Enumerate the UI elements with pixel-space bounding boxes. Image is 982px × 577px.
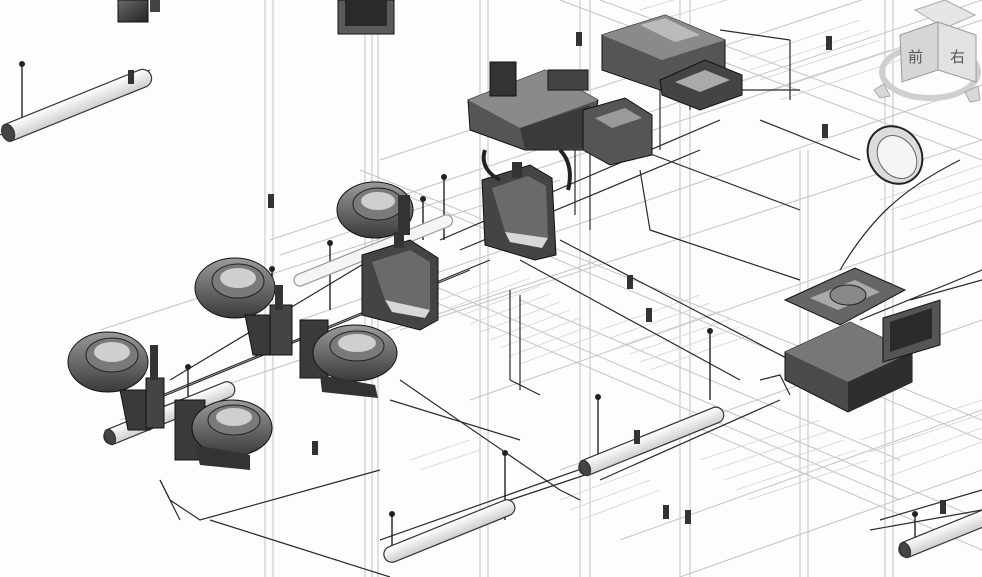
viewcube-right-label: 右 [950,48,965,66]
toilet-5[interactable] [299,319,398,398]
vent-caps [19,61,918,517]
lavatory-sink-small[interactable] [547,69,653,166]
service-sink-2[interactable] [481,162,557,261]
viewcube-right-face[interactable] [937,21,977,83]
floor-grid-hatch [409,0,982,521]
viewcube-rotate-arrow[interactable] [964,85,981,103]
service-sink-1[interactable] [361,232,439,331]
lavatory-counter-2[interactable] [601,14,743,111]
floor-drain-hopper[interactable] [783,267,907,326]
wall-cabinet-right [882,299,941,363]
partial-fixture-top-left [117,0,160,23]
viewcube-front-label: 前 [908,48,923,66]
toilet-3[interactable] [336,181,414,239]
wall-panel-top [337,0,395,35]
round-duct [866,125,924,185]
toilet-2[interactable] [194,257,293,356]
viewcube-top-face[interactable] [913,0,977,29]
toilet-1[interactable] [67,331,165,431]
viewcube-graphic[interactable]: 前 右 [870,0,982,112]
viewcube-navigator[interactable]: 前 右 [870,0,982,112]
pipe-fittings [128,32,946,524]
equipment-box[interactable] [784,321,913,413]
toilet-4[interactable] [174,399,273,470]
vent-stems [21,65,916,560]
viewcube-home-arrow[interactable] [873,83,891,99]
